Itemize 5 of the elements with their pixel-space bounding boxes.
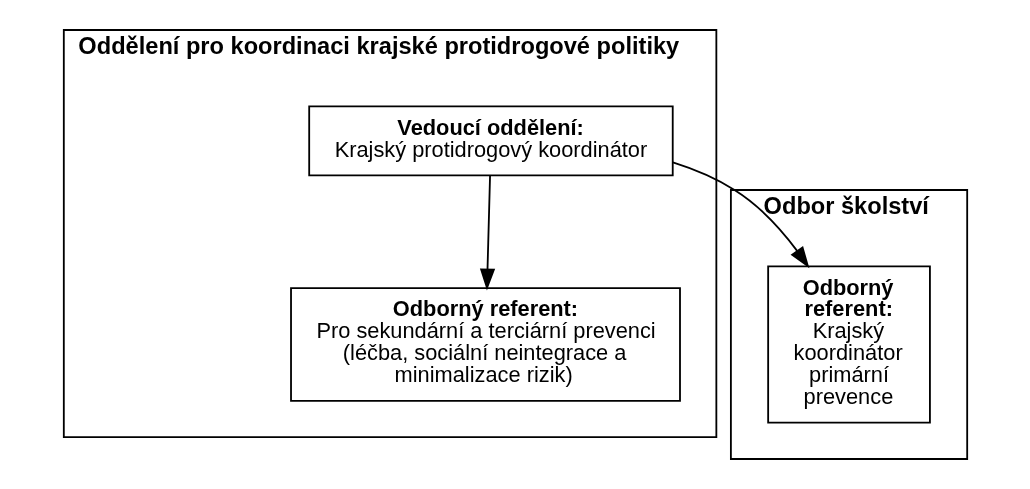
node-box: Odborný referent: Krajský koordinátor primární prevence	[766, 265, 931, 424]
arrow	[479, 174, 495, 291]
node-box: Vedoucí oddělení: Krajský protidrogový koordinátor	[307, 105, 674, 177]
arrow	[671, 161, 809, 269]
node-box: Odborný referent: Pro sekundární a terciární prevenci (léčba, sociální neintegrace a minimalizace rizik)	[289, 287, 681, 402]
